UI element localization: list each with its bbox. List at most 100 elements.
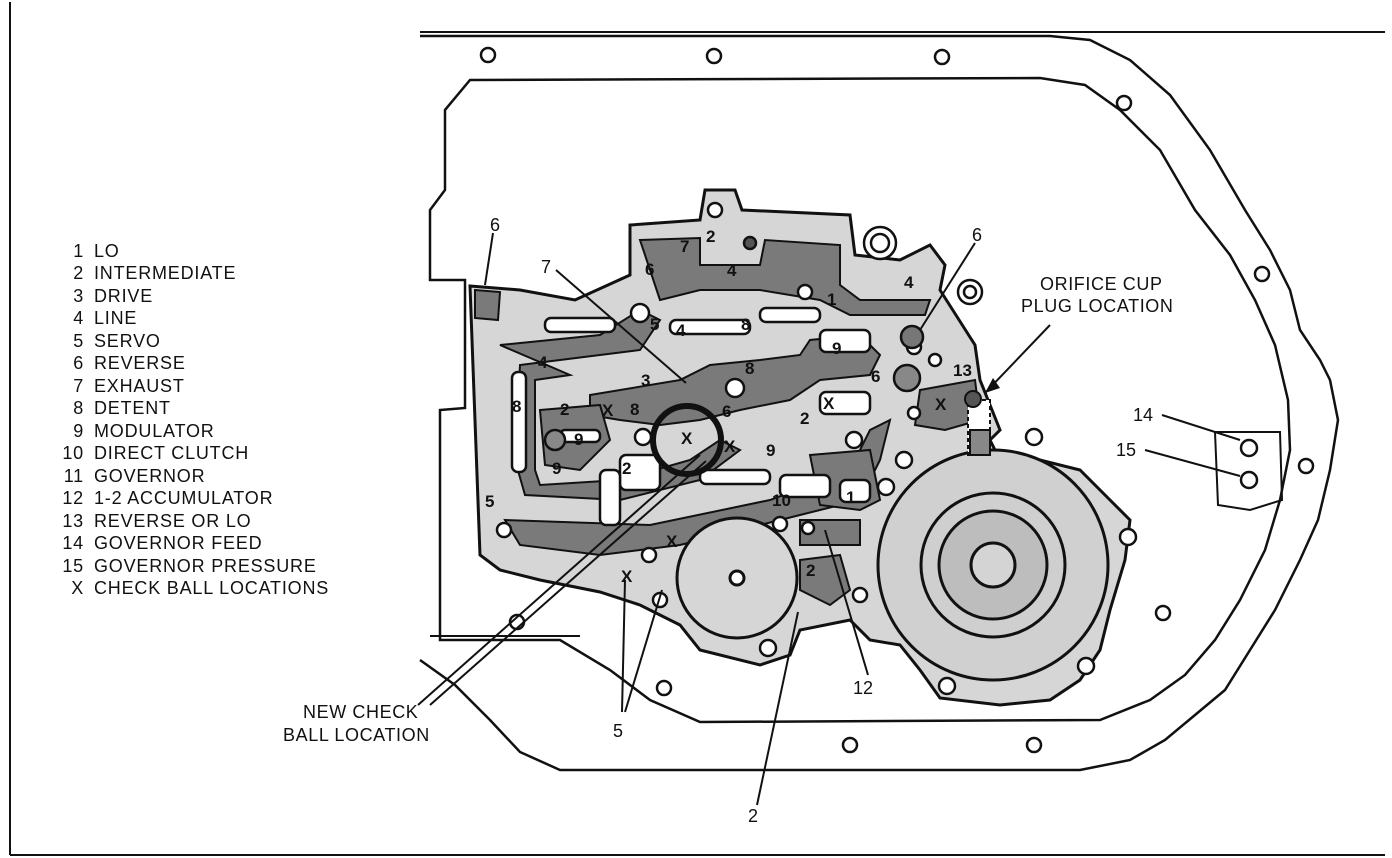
passage-label: 6 [871,367,880,386]
passage-label: 9 [574,430,583,449]
passage-label: 2 [622,459,631,478]
callouts: 6 7 6 ORIFICE CUP PLUG LOCATION 14 15 12… [283,215,1173,826]
check-ball: X [823,394,835,413]
legend-key: 2 [73,263,84,284]
orifice-arrowhead [985,378,1000,393]
passage-label: 8 [741,315,750,334]
legend-key: 6 [73,353,84,374]
frame [9,2,1385,856]
legend-key: 14 [62,533,84,554]
passage-label: 1 [846,488,855,507]
passage-label: 8 [512,397,521,416]
callout-14: 14 [1133,405,1153,425]
legend-label: DRIVE [94,285,154,306]
orifice-plug [964,390,991,456]
legend-label: DIRECT CLUTCH [94,443,250,464]
passage-label: 9 [766,441,775,460]
callout-6-left: 6 [490,215,500,235]
legend-key: 11 [63,465,84,486]
passage-lands [510,306,872,527]
legend-key: X [71,578,84,599]
passage-label: 9 [832,339,841,358]
legend-label: GOVERNOR FEED [94,533,263,554]
legend-label: REVERSE OR LO [94,510,252,531]
legend-label: CHECK BALL LOCATIONS [94,578,330,599]
legend-label: INTERMEDIATE [94,263,237,284]
passage-label: 7 [680,237,689,256]
legend-key: 4 [73,308,84,329]
passage-label: 2 [706,227,715,246]
legend-item: 1 LO [56,240,329,263]
legend-item: 8 DETENT [56,398,329,421]
legend-item: 3 DRIVE [56,285,329,308]
legend-key: 12 [62,488,84,509]
passage-numbers: 7 2 4 6 4 1 5 4 8 9 4 3 8 6 13 8 2 8 6 2… [485,227,972,580]
legend-key: 8 [73,398,84,419]
callout-5: 5 [613,721,623,741]
orifice-callout-line1: ORIFICE CUP [1040,274,1163,294]
legend-item: 6 REVERSE [56,353,329,376]
passage-label: 13 [953,361,972,380]
check-ball: X [621,567,633,586]
case-governor-notch [1213,431,1284,512]
legend-item: 5 SERVO [56,330,329,353]
legend-item: 11 GOVERNOR [56,465,329,488]
legend-key: 7 [73,375,84,396]
legend-key: 5 [73,330,84,351]
legend-item: 9 MODULATOR [56,420,329,443]
callout-15: 15 [1116,440,1136,460]
case-bolt-holes [479,46,1315,754]
top-pistons [543,225,984,452]
case-inner-outline [428,76,1292,724]
valve-body-bolts [495,201,1138,696]
legend-label: LO [94,240,120,261]
legend-item: 14 GOVERNOR FEED [56,533,329,556]
legend-key: 15 [62,555,84,576]
check-ball: X [666,532,678,551]
passage-label: 4 [904,273,914,292]
case-gasket-outline [419,34,1340,772]
legend-label: MODULATOR [94,420,215,441]
new-check-callout-line2: BALL LOCATION [283,725,430,745]
legend-key: 1 [73,240,84,261]
passage-label: 5 [485,492,494,511]
passage-label: 1 [827,290,836,309]
passage-label: 3 [641,371,650,390]
passage-label: 6 [645,260,654,279]
legend-item: 7 EXHAUST [56,375,329,398]
passage-label: 4 [727,261,737,280]
legend-label: EXHAUST [94,375,185,396]
legend-label: DETENT [94,398,171,419]
legend-key: 13 [62,510,84,531]
passage-label: 4 [538,353,548,372]
servo-disc-large [876,448,1110,682]
passage-label: 2 [560,400,569,419]
passage-label: 2 [800,409,809,428]
legend-label: SERVO [94,330,161,351]
new-check-callout-line1: NEW CHECK [303,702,418,722]
check-ball: X [935,395,947,414]
passage-label: 4 [676,321,686,340]
check-ball: X [724,437,736,456]
legend-key: 9 [73,420,84,441]
legend-label: GOVERNOR PRESSURE [94,555,317,576]
legend-label: LINE [94,308,138,329]
legend-item: X CHECK BALL LOCATIONS [56,578,329,601]
legend-item: 2 INTERMEDIATE [56,263,329,286]
passage-label: 5 [650,315,659,334]
passage-label: 8 [630,400,639,419]
legend-label: GOVERNOR [94,465,206,486]
callout-7: 7 [541,257,551,277]
legend-key: 3 [73,285,84,306]
passage-label: 6 [722,402,731,421]
check-ball: X [681,429,693,448]
legend-label: REVERSE [94,353,186,374]
passage-label: 9 [552,459,561,478]
leader-lines [417,232,1241,806]
callout-6-right: 6 [972,225,982,245]
check-ball: X [602,401,614,420]
legend-label: 1-2 ACCUMULATOR [94,488,274,509]
